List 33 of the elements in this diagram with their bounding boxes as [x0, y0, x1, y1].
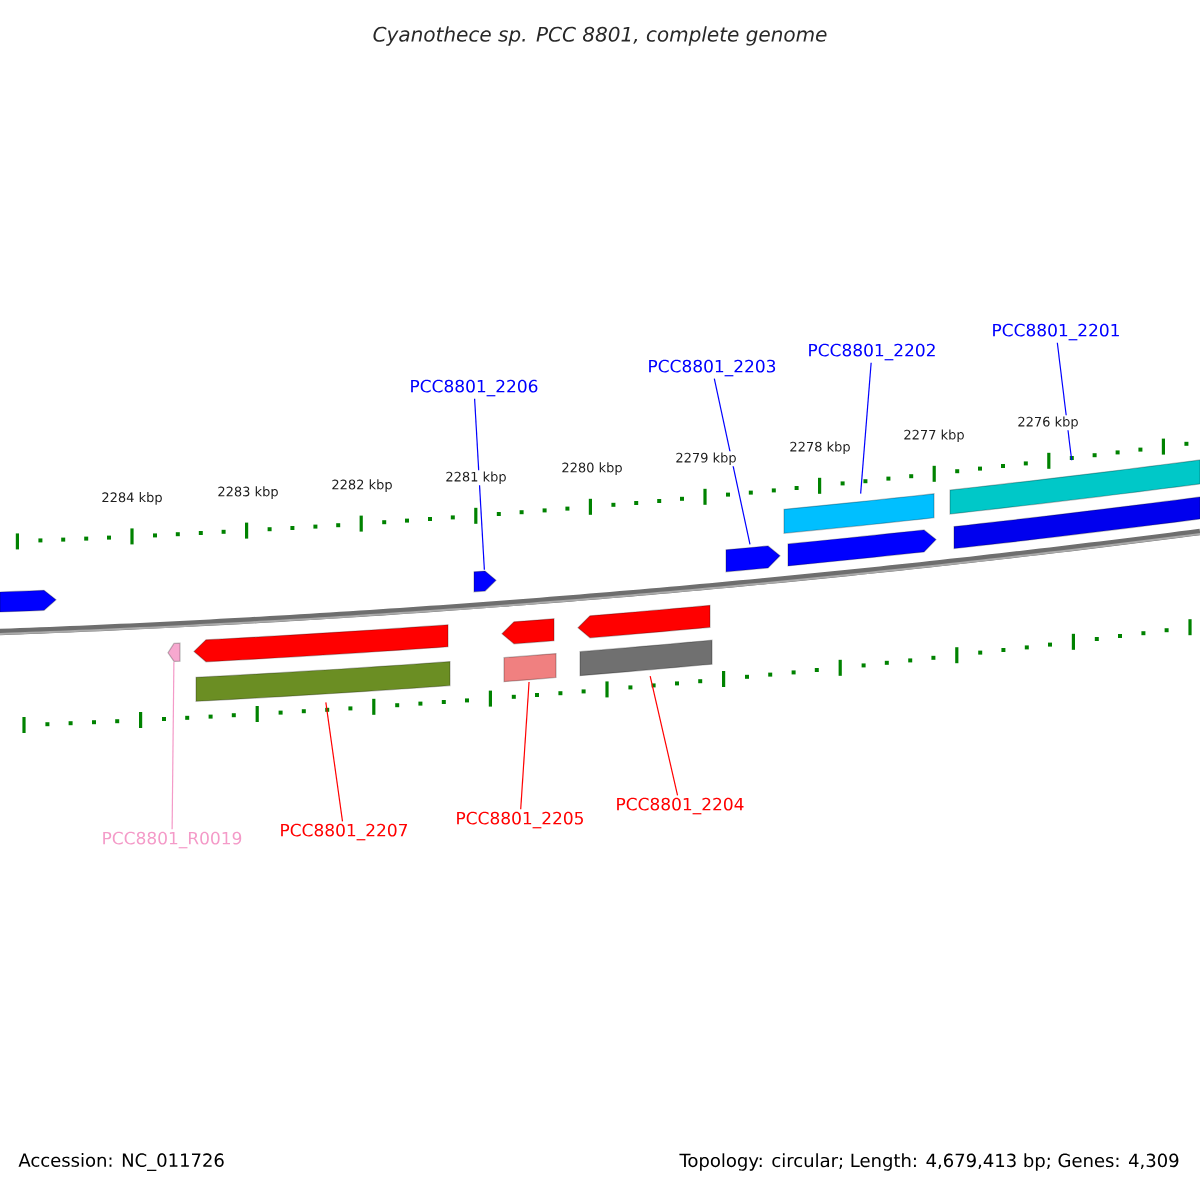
title: Cyanothece sp. PCC 8801, complete genome	[373, 26, 827, 46]
gene-bar	[953, 496, 1200, 550]
gene-feature	[193, 624, 449, 663]
gene-feature	[167, 642, 181, 663]
leader-line	[171, 661, 175, 830]
gene-label: PCC8801_2201	[993, 323, 1119, 341]
leader-line	[1056, 342, 1073, 461]
leader-line	[860, 362, 872, 495]
gene-feature	[0, 589, 57, 613]
gene-label: PCC8801_2204	[617, 797, 744, 815]
gene-bar	[783, 493, 935, 534]
leader-line	[713, 378, 751, 545]
gene-feature	[501, 618, 555, 645]
gene-bar	[579, 639, 713, 677]
gene-label: PCC8801_2206	[411, 379, 538, 397]
gene-feature	[725, 545, 781, 573]
leader-line	[325, 701, 344, 822]
gene-label: PCC8801_2203	[649, 359, 776, 377]
gene-bar	[949, 459, 1200, 515]
gene-feature	[787, 529, 937, 567]
gene-label: PCC8801_R0019	[103, 831, 242, 849]
leader-line	[474, 398, 485, 571]
gene-bar	[195, 660, 451, 702]
summary-text: Topology: circular; Length: 4,679,413 bp; Genes: 4,309	[679, 1153, 1179, 1171]
gene-label: PCC8801_2202	[809, 343, 935, 361]
leader-line	[520, 681, 530, 810]
gene-feature	[577, 604, 711, 639]
gene-label: PCC8801_2207	[281, 823, 408, 841]
gene-label: PCC8801_2205	[457, 811, 583, 829]
accession-text: Accession: NC_011726	[18, 1153, 224, 1171]
leader-line	[649, 675, 679, 796]
gene-bar	[503, 652, 557, 683]
gene-feature	[473, 570, 497, 593]
